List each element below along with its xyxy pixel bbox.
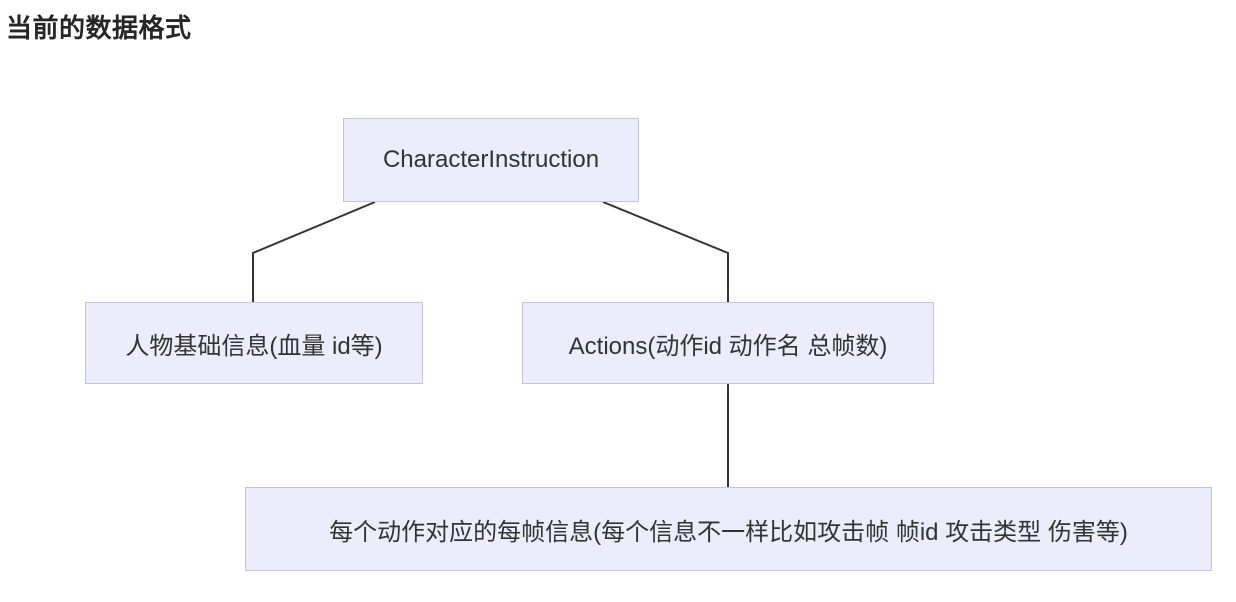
node-basic-character-info: 人物基础信息(血量 id等) xyxy=(85,302,423,384)
node-character-instruction: CharacterInstruction xyxy=(343,118,639,202)
edge-root-to-actions xyxy=(602,201,729,302)
node-per-frame-info-label: 每个动作对应的每帧信息(每个信息不一样比如攻击帧 帧id 攻击类型 伤害等) xyxy=(329,518,1128,546)
node-per-frame-info: 每个动作对应的每帧信息(每个信息不一样比如攻击帧 帧id 攻击类型 伤害等) xyxy=(245,487,1212,571)
edge-root-to-basic-info xyxy=(252,201,376,302)
node-actions: Actions(动作id 动作名 总帧数) xyxy=(522,302,934,384)
node-character-instruction-label: CharacterInstruction xyxy=(382,146,600,173)
node-basic-character-info-label: 人物基础信息(血量 id等) xyxy=(125,332,383,360)
page-title: 当前的数据格式 xyxy=(6,13,192,43)
node-actions-label: Actions(动作id 动作名 总帧数) xyxy=(568,332,888,360)
